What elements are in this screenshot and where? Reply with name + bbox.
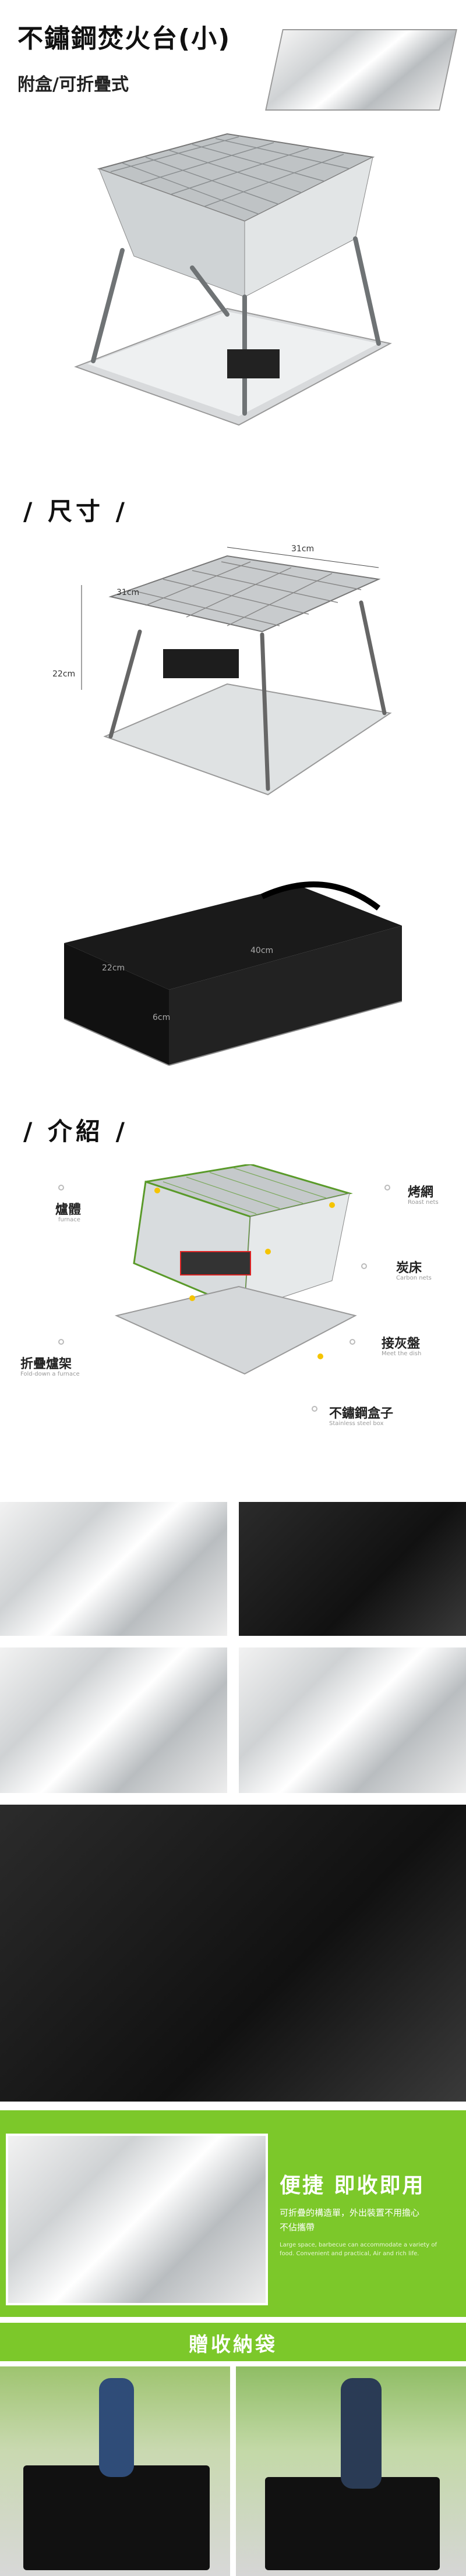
ash-dish-marker [350, 1339, 355, 1345]
steel-box-marker [312, 1406, 317, 1412]
grill-dimension-image [81, 547, 392, 796]
fold-stand-marker [58, 1339, 64, 1345]
height-label: 22cm [52, 669, 76, 679]
part-fold-stand: 折疊爐架 [20, 1357, 72, 1372]
carbon-nets-marker [361, 1263, 367, 1269]
part-roast-nets-sub: Roast nets [408, 1199, 439, 1206]
bag-height-label: 6cm [153, 1013, 171, 1022]
detail-grate-angle-photo [239, 1647, 466, 1793]
detail-grate-photo [0, 1647, 227, 1793]
part-ash-dish: 接灰盤 [382, 1337, 421, 1351]
part-carbon-nets: 炭床 [396, 1261, 422, 1275]
feature-product-photo [6, 2134, 268, 2305]
detail-panel-photo [0, 1805, 466, 2102]
detail-hinge-photo [0, 1502, 227, 1636]
grill-hero-image [74, 133, 392, 426]
feature-title: 便捷 即收即用 [280, 2174, 425, 2198]
part-roast-nets: 烤網 [408, 1185, 434, 1200]
part-steel-box-sub: Stainless steel box [329, 1420, 384, 1427]
gift-label: 贈收納袋 [189, 2333, 277, 2357]
feature-line-2: 不佔攜帶 [280, 2222, 315, 2233]
intro-heading: / 介紹 / [23, 1117, 128, 1146]
furnace-marker [58, 1185, 64, 1190]
part-furnace-sub: furnace [58, 1217, 80, 1223]
bag-photo-right [236, 2366, 466, 2576]
grill-parts-image [114, 1164, 357, 1375]
bag-length-label: 40cm [250, 946, 274, 955]
roast-nets-marker [384, 1185, 390, 1190]
feature-en-1: Large space, barbecue can accommodate a … [280, 2242, 437, 2248]
width-label: 31cm [291, 544, 315, 554]
folded-box-image [265, 29, 457, 111]
feature-en-2: food. Convenient and practical, Air and … [280, 2251, 419, 2257]
part-carbon-nets-sub: Carbon nets [396, 1275, 432, 1281]
part-furnace: 爐體 [55, 1203, 82, 1217]
bag-width-label: 22cm [102, 963, 125, 973]
part-steel-box: 不鏽鋼盒子 [329, 1406, 394, 1421]
product-title: 不鏽鋼焚火台(小) [17, 24, 231, 54]
depth-label: 31cm [116, 588, 140, 597]
bag-photo-left [0, 2366, 230, 2576]
bag-dimension-image [63, 881, 403, 1066]
gift-bar [0, 2323, 466, 2361]
detail-corner-photo [239, 1502, 466, 1636]
feature-line-1: 可折疊的構造單，外出裝置不用擔心 [280, 2208, 420, 2218]
part-fold-stand-sub: Fold-down a furnace [20, 1371, 80, 1377]
product-subtitle: 附盒/可折疊式 [17, 75, 129, 95]
part-ash-dish-sub: Meet the dish [382, 1351, 422, 1357]
dimensions-heading: / 尺寸 / [23, 497, 128, 526]
